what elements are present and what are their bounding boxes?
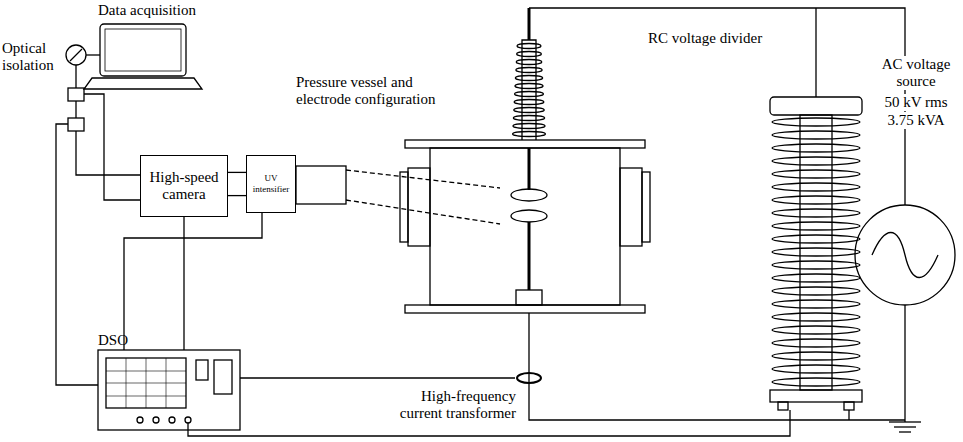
lens	[296, 166, 346, 204]
wire	[86, 54, 100, 55]
wire	[848, 410, 849, 420]
view-line	[346, 170, 500, 188]
box-label: UV intensifier	[247, 173, 295, 195]
wire	[183, 217, 184, 350]
divider-column	[800, 115, 832, 390]
rating-value: 3.75 kVA	[872, 112, 960, 129]
source-label: AC voltage source	[872, 56, 960, 90]
rating-value: 50 kV rms	[872, 94, 960, 111]
wire	[84, 94, 140, 200]
hv-wire	[529, 8, 905, 205]
camera-box: High-speed camera	[140, 155, 228, 217]
divider-base	[770, 390, 862, 402]
signal-line	[228, 172, 246, 173]
converter-box	[68, 118, 84, 131]
port-window	[642, 172, 650, 242]
laptop-screen	[100, 24, 186, 76]
ground-wire	[529, 313, 905, 420]
wire	[124, 213, 262, 350]
converter-box	[68, 88, 84, 101]
wire	[76, 131, 140, 175]
device-label: Optical isolation	[2, 40, 62, 74]
intensifier-box: UV intensifier	[246, 155, 296, 213]
vessel-port	[620, 168, 642, 246]
bushing-terminal	[528, 8, 531, 40]
ground-rod	[528, 222, 531, 290]
laptop-base	[84, 78, 202, 89]
port-window	[400, 172, 408, 242]
device-label: Data acquisition	[98, 2, 228, 19]
device-label: DSO	[98, 332, 158, 349]
device-label: RC voltage divider	[648, 30, 798, 47]
ground-symbol	[889, 421, 921, 422]
vessel-flange	[405, 305, 645, 313]
vessel-port	[408, 168, 430, 246]
hv-wire	[815, 8, 816, 97]
box-label: High-speed camera	[141, 169, 227, 203]
oscilloscope-screen	[106, 358, 186, 408]
isolator-needle	[70, 49, 82, 61]
device-label: High-frequency current transformer	[378, 388, 516, 422]
laptop-display	[105, 29, 181, 71]
ground-wire	[904, 305, 905, 422]
wire	[75, 101, 76, 118]
divider-top	[770, 97, 862, 115]
current-transformer	[517, 373, 541, 383]
ac-source	[855, 205, 955, 305]
electrode	[511, 210, 547, 222]
optical-isolator	[66, 45, 86, 65]
signal-line	[228, 195, 246, 196]
hv-rod	[528, 148, 531, 190]
electrode	[511, 189, 547, 201]
sine-symbol	[872, 233, 938, 278]
device-label: Pressure vessel and electrode configurat…	[296, 74, 461, 108]
wire	[240, 377, 515, 378]
pressure-vessel	[430, 148, 620, 305]
bushing-sheds	[513, 44, 546, 137]
divider-sheds	[772, 118, 860, 386]
wire	[56, 124, 98, 385]
view-line	[346, 200, 500, 224]
oscilloscope	[98, 350, 240, 430]
electrode-base	[516, 290, 542, 305]
vessel-flange	[405, 140, 645, 148]
wire	[75, 65, 76, 88]
bushing	[522, 40, 536, 140]
